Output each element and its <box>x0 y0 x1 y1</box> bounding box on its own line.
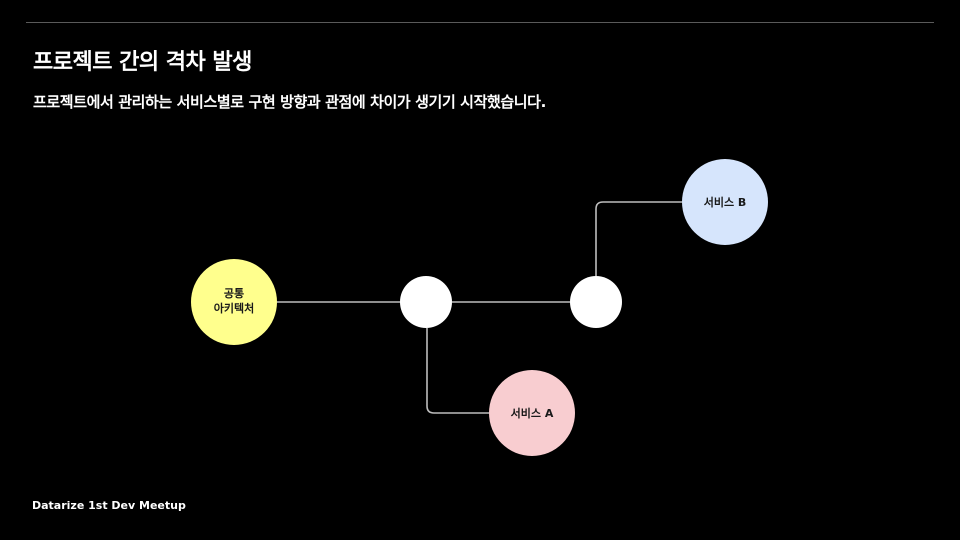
service-b-node <box>682 159 768 245</box>
service-b-label: 서비스 B <box>704 195 747 209</box>
page-title: 프로젝트 간의 격차 발생 <box>33 50 252 75</box>
junction-node-2 <box>570 276 622 328</box>
common-architecture-label-line2: 아키텍처 <box>214 301 254 315</box>
service-a-label: 서비스 A <box>511 406 554 420</box>
service-a-node <box>489 370 575 456</box>
top-divider <box>26 22 934 23</box>
common-architecture-label-line1: 공통 <box>224 287 244 300</box>
common-architecture-node <box>191 259 277 345</box>
footer-text: Datarize 1st Dev Meetup <box>32 499 186 512</box>
connector-junction2-to-service-b <box>595 201 682 276</box>
connector-junction1-to-service-a <box>426 328 489 414</box>
connectors <box>277 201 682 414</box>
page-subtitle: 프로젝트에서 관리하는 서비스별로 구현 방향과 관점에 차이가 생기기 시작했… <box>33 93 546 111</box>
junction-node-1 <box>400 276 452 328</box>
